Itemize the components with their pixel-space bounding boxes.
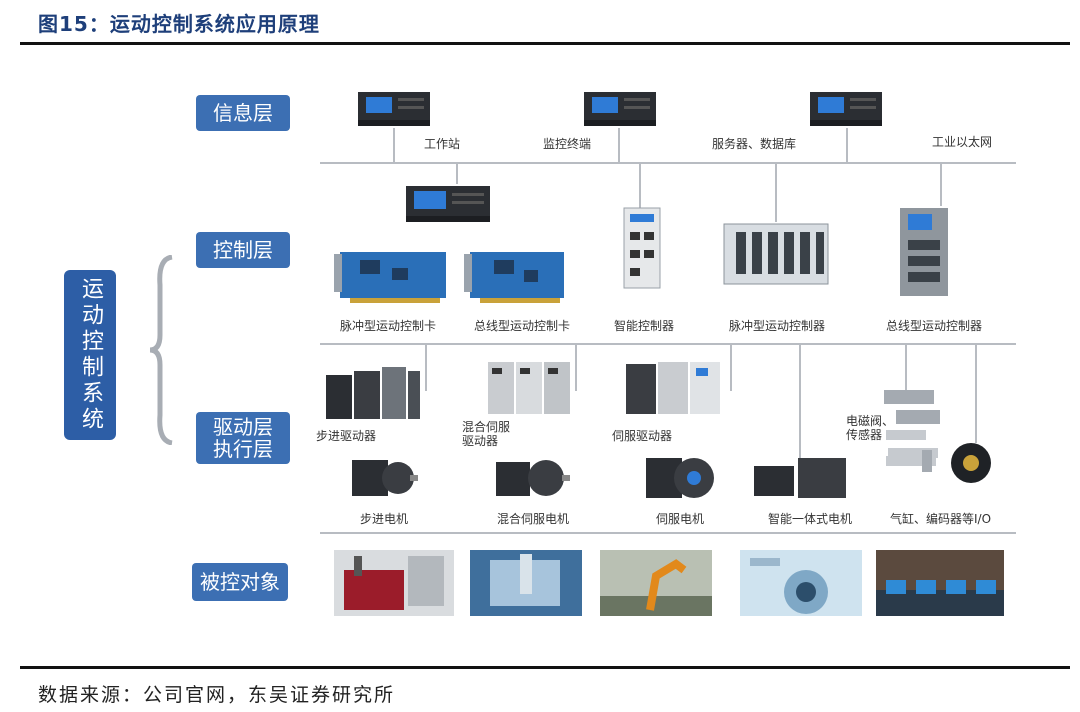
motor-icon bbox=[754, 458, 846, 498]
label-pulse-card: 脉冲型运动控制卡 bbox=[340, 319, 437, 333]
connector bbox=[456, 162, 458, 184]
connector bbox=[940, 162, 942, 206]
label-cylinder: 气缸、编码器等I/O bbox=[890, 512, 992, 526]
system-label: 运动控制系统 bbox=[64, 270, 116, 440]
motor-icon bbox=[352, 460, 418, 496]
layer-drive-line2: 执行层 bbox=[213, 437, 273, 461]
servo-drive-icon bbox=[488, 362, 570, 414]
layer-drive-line1: 驱动层 bbox=[213, 415, 273, 439]
label-stepper-motor: 步进电机 bbox=[360, 512, 409, 526]
motion-card-icon bbox=[464, 252, 564, 303]
label-servo-driver: 伺服驱动器 bbox=[612, 429, 673, 443]
industrial-pc-icon bbox=[406, 186, 490, 222]
valve-icon bbox=[884, 390, 940, 458]
connector bbox=[905, 343, 907, 393]
servo-drive-icon bbox=[326, 367, 420, 419]
connector bbox=[975, 343, 977, 443]
label-bus-card: 总线型运动控制卡 bbox=[474, 319, 571, 333]
connector bbox=[730, 343, 732, 391]
industrial-pc-icon bbox=[584, 92, 656, 126]
connector bbox=[575, 343, 577, 391]
label-hybrid-driver: 混合伺服 驱动器 bbox=[462, 420, 510, 448]
label-valve-line1: 电磁阀、 bbox=[846, 414, 895, 428]
industrial-pc-icon bbox=[810, 92, 882, 126]
connector bbox=[775, 162, 777, 222]
label-valve: 电磁阀、 传感器 bbox=[846, 414, 894, 442]
motor-icon bbox=[496, 460, 570, 496]
brace-icon bbox=[149, 255, 173, 445]
servo-drive-icon bbox=[626, 362, 720, 414]
layer-object: 被控对象 bbox=[192, 563, 288, 601]
footer-rule bbox=[20, 666, 1070, 669]
title-rule bbox=[20, 42, 1070, 45]
layer-drive: 驱动层 执行层 bbox=[196, 412, 290, 464]
encoder-icon bbox=[951, 443, 991, 483]
factory-photo bbox=[740, 550, 862, 616]
controller-icon bbox=[900, 208, 948, 296]
connector bbox=[639, 162, 641, 210]
figure-title: 图15：运动控制系统应用原理 bbox=[38, 12, 320, 36]
layer-info: 信息层 bbox=[196, 95, 290, 131]
label-servo-motor: 伺服电机 bbox=[656, 512, 705, 526]
connector bbox=[618, 128, 620, 163]
industrial-pc-icon bbox=[358, 92, 430, 126]
connector bbox=[425, 343, 427, 391]
layer-control: 控制层 bbox=[196, 232, 290, 268]
label-stepper-driver: 步进驱动器 bbox=[316, 429, 377, 443]
label-hybrid-driver-line2: 驱动器 bbox=[462, 434, 499, 448]
label-bus-ctrl: 总线型运动控制器 bbox=[886, 319, 983, 333]
factory-photo bbox=[470, 550, 582, 616]
factory-photo bbox=[334, 550, 454, 616]
controller-icon bbox=[623, 207, 661, 289]
label-workstation: 工作站 bbox=[424, 137, 461, 151]
label-server: 服务器、数据库 bbox=[712, 137, 797, 151]
connector bbox=[393, 128, 395, 163]
label-ethernet: 工业以太网 bbox=[932, 135, 993, 149]
motion-card-icon bbox=[334, 252, 446, 303]
motor-icon bbox=[646, 458, 714, 498]
label-hybrid-driver-line1: 混合伺服 bbox=[462, 420, 511, 434]
controller-icon bbox=[723, 223, 829, 285]
control-bus bbox=[320, 343, 1016, 345]
factory-photo bbox=[876, 550, 1004, 616]
factory-photo bbox=[600, 550, 712, 616]
label-monitor: 监控终端 bbox=[543, 137, 592, 151]
label-integrated-motor: 智能一体式电机 bbox=[768, 512, 853, 526]
valve-icon bbox=[886, 450, 936, 472]
drive-bus bbox=[320, 532, 1016, 534]
label-hybrid-motor: 混合伺服电机 bbox=[497, 512, 570, 526]
connector bbox=[799, 343, 801, 463]
ethernet-bus bbox=[320, 162, 1016, 164]
connector bbox=[846, 128, 848, 163]
label-smart-ctrl: 智能控制器 bbox=[614, 319, 675, 333]
label-pulse-ctrl: 脉冲型运动控制器 bbox=[729, 319, 826, 333]
label-valve-line2: 传感器 bbox=[846, 428, 883, 442]
source-note: 数据来源：公司官网，东吴证券研究所 bbox=[38, 684, 396, 706]
